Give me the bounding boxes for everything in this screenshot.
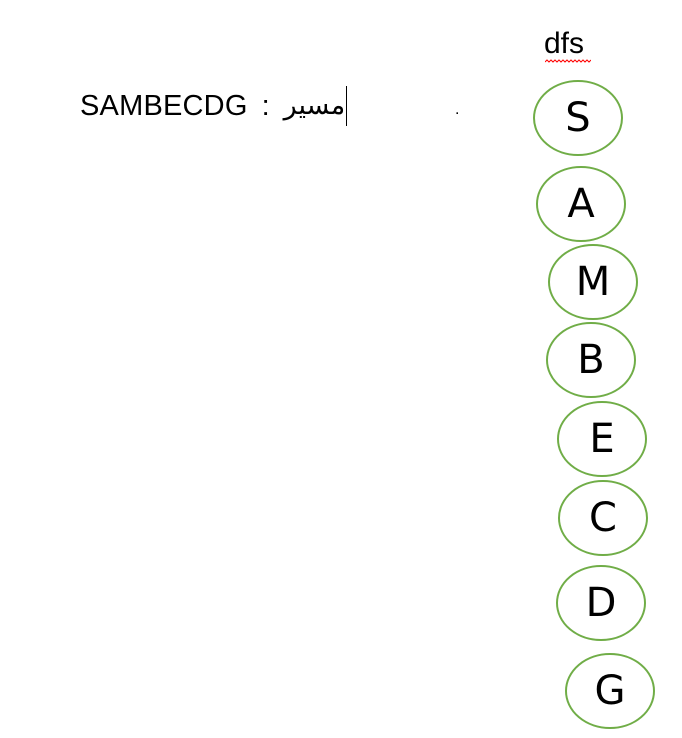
node-outline: [536, 166, 626, 242]
node-d[interactable]: D: [556, 565, 646, 641]
path-result-line[interactable]: SAMBECDG : مسیر: [80, 86, 348, 126]
node-outline: [533, 80, 623, 156]
node-letter: S: [565, 95, 590, 141]
node-s[interactable]: S: [533, 80, 623, 156]
node-letter: C: [589, 495, 617, 541]
path-value: SAMBECDG: [80, 90, 248, 122]
spellcheck-underline: [545, 59, 591, 63]
text-cursor: [346, 86, 348, 126]
node-c[interactable]: C: [558, 480, 648, 556]
node-m[interactable]: M: [548, 244, 638, 320]
node-g[interactable]: G: [565, 653, 655, 729]
node-letter: E: [589, 416, 614, 462]
node-outline: [565, 653, 655, 729]
node-outline: [556, 565, 646, 641]
node-letter: B: [577, 337, 604, 383]
node-letter: A: [567, 181, 595, 227]
node-letter: G: [595, 668, 626, 714]
node-a[interactable]: A: [536, 166, 626, 242]
stray-dot: .: [455, 101, 460, 118]
node-b[interactable]: B: [546, 322, 636, 398]
path-separator: :: [261, 90, 270, 122]
path-label: مسیر: [283, 90, 346, 121]
node-outline: [546, 322, 636, 398]
node-letter: M: [576, 259, 611, 305]
node-outline: [548, 244, 638, 320]
node-outline: [557, 401, 647, 477]
node-letter: D: [586, 580, 617, 626]
heading-text: dfs: [544, 27, 585, 60]
node-e[interactable]: E: [557, 401, 647, 477]
node-outline: [558, 480, 648, 556]
